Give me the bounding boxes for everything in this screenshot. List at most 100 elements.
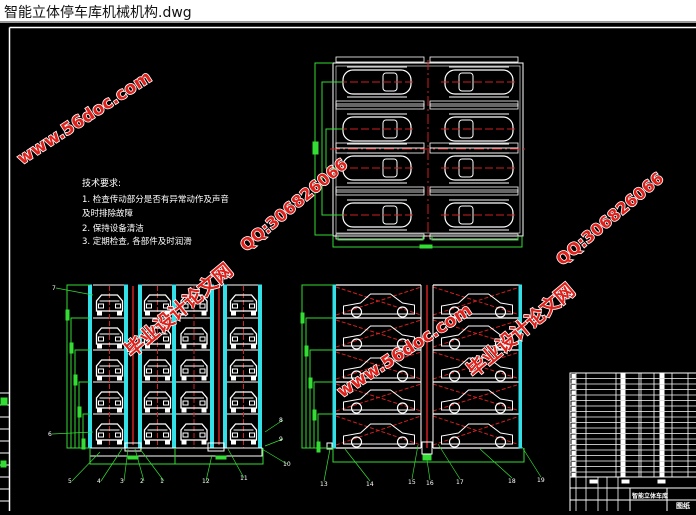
steel-column	[333, 285, 336, 448]
cell-text	[622, 480, 629, 483]
watermark-qq: QQ:306826066	[236, 155, 351, 256]
steel-column	[519, 285, 522, 448]
car-wheel	[98, 376, 102, 380]
cell-text	[572, 452, 575, 455]
car-wheel	[398, 437, 408, 447]
cell-text	[621, 396, 625, 400]
cad-drawing-canvas[interactable]: 智能立体车库图纸 技术要求: 1. 检查传动部分是否有异常动作及声音 及时排除故…	[0, 23, 696, 511]
car-wheel	[232, 311, 236, 315]
cell-text	[621, 468, 625, 472]
cell-text	[660, 473, 664, 477]
car-side-icon	[344, 294, 415, 317]
cell-text	[660, 468, 664, 472]
cell-text	[572, 375, 575, 378]
cell-text	[660, 396, 664, 400]
car-headlight	[233, 401, 238, 405]
car-plan-icon	[339, 114, 415, 144]
dimension-text	[128, 456, 138, 459]
cell-text	[660, 374, 664, 378]
car-headlight	[116, 401, 121, 405]
car-headlight	[99, 304, 104, 308]
leader-line	[480, 449, 512, 478]
pallet-rail	[430, 190, 518, 195]
part-label: 4	[97, 478, 101, 485]
cell-text	[660, 424, 664, 428]
cell-text	[572, 380, 575, 383]
car-wheel	[232, 376, 236, 380]
car-wheel	[252, 376, 256, 380]
title-block-label: 图纸	[676, 501, 690, 510]
car-headlight	[233, 304, 238, 308]
cell-text	[621, 391, 625, 395]
car-wheel	[398, 403, 408, 413]
car-headlight	[200, 433, 205, 437]
car-headlight	[99, 401, 104, 405]
leader-line	[345, 449, 370, 481]
car-headlight	[200, 401, 205, 405]
cell-text	[621, 446, 625, 450]
car-headlight	[183, 433, 188, 437]
pallet-rail	[336, 101, 424, 106]
steel-column	[89, 285, 92, 448]
cell-text	[572, 386, 575, 389]
car-wheel	[450, 339, 460, 349]
car-headlight	[183, 369, 188, 373]
watermark-site: www.56doc.com	[334, 300, 476, 402]
dimension-text	[216, 456, 226, 459]
left-margin-block	[0, 393, 9, 501]
car-body	[442, 390, 513, 410]
leader-line	[135, 449, 144, 481]
cell-text	[572, 474, 575, 477]
leader-line	[56, 288, 93, 295]
car-headlight	[99, 337, 104, 341]
cell-text	[660, 380, 664, 384]
cell-text	[621, 413, 625, 417]
cell-text	[572, 441, 575, 444]
car-wheel	[118, 440, 122, 444]
cell-text	[660, 446, 664, 450]
part-label: 7	[52, 285, 56, 292]
cell-text	[621, 418, 625, 422]
pallet-rail	[430, 187, 518, 192]
car-wheel	[252, 311, 256, 315]
car-wheel	[252, 408, 256, 412]
cell-text	[660, 407, 664, 411]
cell-text	[660, 402, 664, 406]
car-headlight	[250, 369, 255, 373]
car-wheel	[252, 440, 256, 444]
car-wheel	[118, 311, 122, 315]
car-wheel	[166, 344, 170, 348]
steel-column	[139, 285, 142, 448]
pallet-rail	[336, 187, 424, 192]
car-headlight	[164, 433, 169, 437]
dimension-text	[420, 245, 432, 248]
cell-text	[572, 457, 575, 460]
car-headlight	[233, 433, 238, 437]
cell-text	[621, 457, 625, 461]
cell-text	[660, 457, 664, 461]
car-plan-icon	[339, 153, 415, 183]
table-outline	[570, 373, 696, 511]
car-wheel	[166, 376, 170, 380]
cell-text	[572, 413, 575, 416]
strip-mark	[1, 398, 7, 405]
cell-text	[660, 385, 664, 389]
cell-text	[660, 462, 664, 466]
dimension-text	[70, 343, 73, 353]
car-wheel	[232, 440, 236, 444]
car-wheel	[496, 403, 506, 413]
cell-text	[572, 408, 575, 411]
part-label: 17	[456, 479, 464, 486]
car-wheel	[202, 311, 206, 315]
car-wheel	[496, 371, 506, 381]
part-label: 12	[202, 478, 210, 485]
car-wheel	[182, 408, 186, 412]
car-plan-icon	[441, 153, 517, 183]
car-body	[344, 294, 415, 314]
cell-text	[660, 391, 664, 395]
note-line: 3. 定期检查, 各部件及时润滑	[82, 236, 192, 247]
cell-text	[621, 429, 625, 433]
car-wheel	[182, 376, 186, 380]
part-label: 14	[366, 481, 374, 488]
cell-text	[621, 473, 625, 477]
